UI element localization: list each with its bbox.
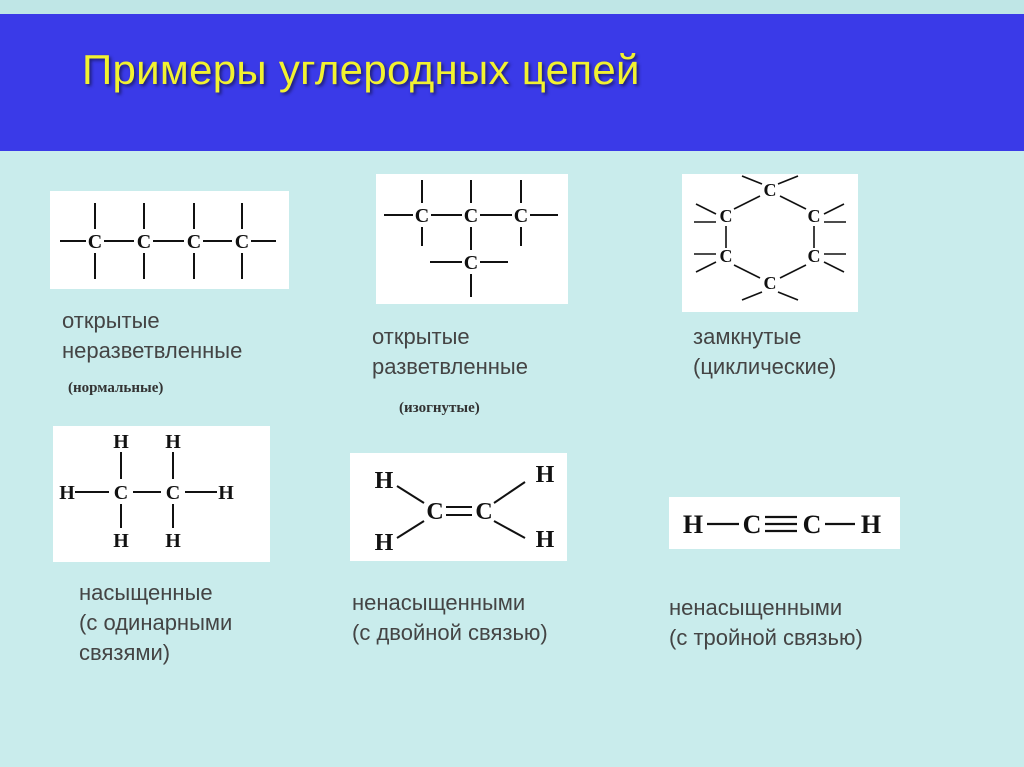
hydrogen-atom: H xyxy=(218,482,234,504)
label-double-bond: ненасыщенными (с двойной связью) xyxy=(352,588,548,648)
carbon-atom: C xyxy=(808,246,821,266)
carbon-atom: C xyxy=(415,205,429,227)
label-line: открытые xyxy=(372,324,470,349)
label-line: ненасыщенными xyxy=(352,590,526,615)
hydrogen-atom: H xyxy=(683,510,703,539)
hydrogen-atom: H xyxy=(375,530,394,556)
label-triple-bond: ненасыщенными (с тройной связью) xyxy=(669,593,863,653)
carbon-atom: C xyxy=(720,246,733,266)
ethene-diagram: H H C C H H xyxy=(350,453,567,561)
hydrogen-atom: H xyxy=(861,510,881,539)
label-saturated: насыщенные (с одинарными связями) xyxy=(79,578,232,668)
label-line: (с тройной связью) xyxy=(669,625,863,650)
note-normal: (нормальные) xyxy=(68,380,164,396)
carbon-atom: C xyxy=(475,499,492,525)
carbon-atom: C xyxy=(743,510,762,539)
note-bent: (изогнутые) xyxy=(399,400,480,416)
hydrogen-atom: H xyxy=(375,468,394,494)
carbon-atom: C xyxy=(137,231,151,253)
ethane-diagram: H H H C C H H H xyxy=(53,426,270,562)
label-line: насыщенные xyxy=(79,580,213,605)
hydrogen-atom: H xyxy=(536,462,555,488)
hydrogen-atom: H xyxy=(59,482,75,504)
branched-chain-diagram: C C C C xyxy=(376,174,568,304)
hydrogen-atom: H xyxy=(165,530,181,552)
carbon-atom: C xyxy=(803,510,822,539)
hydrogen-atom: H xyxy=(113,530,129,552)
hydrogen-atom: H xyxy=(165,431,181,453)
label-line: разветвленные xyxy=(372,354,528,379)
slide-title: Примеры углеродных цепей xyxy=(82,46,640,93)
carbon-atom: C xyxy=(464,252,478,274)
carbon-atom: C xyxy=(166,482,180,504)
ethyne-diagram: H C C H xyxy=(669,497,900,549)
label-line: (с одинарными xyxy=(79,610,233,635)
carbon-atom: C xyxy=(720,206,733,226)
carbon-atom: C xyxy=(808,206,821,226)
carbon-atom: C xyxy=(187,231,201,253)
label-line: (циклические) xyxy=(693,354,837,379)
top-strip xyxy=(0,0,1024,14)
label-unbranched: открытые неразветвленные xyxy=(62,306,242,366)
carbon-atom: C xyxy=(88,231,102,253)
label-line: (с двойной связью) xyxy=(352,620,548,645)
label-line: связями) xyxy=(79,640,171,665)
carbon-atom: C xyxy=(764,180,777,200)
label-line: замкнутые xyxy=(693,324,802,349)
carbon-atom: C xyxy=(514,205,528,227)
label-line: ненасыщенными xyxy=(669,595,843,620)
carbon-atom: C xyxy=(114,482,128,504)
carbon-atom: C xyxy=(235,231,249,253)
label-line: открытые xyxy=(62,308,160,333)
hydrogen-atom: H xyxy=(536,527,555,553)
hydrogen-atom: H xyxy=(113,431,129,453)
label-cyclic: замкнутые (циклические) xyxy=(693,322,836,382)
label-branched: открытые разветвленные xyxy=(372,322,528,382)
label-line: неразветвленные xyxy=(62,338,243,363)
carbon-atom: C xyxy=(426,499,443,525)
title-banner xyxy=(0,14,1024,151)
carbon-atom: C xyxy=(764,273,777,293)
carbon-atom: C xyxy=(464,205,478,227)
